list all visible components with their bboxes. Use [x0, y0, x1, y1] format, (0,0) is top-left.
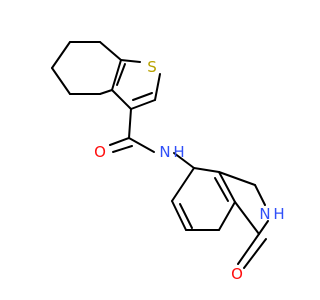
benzene-ring	[171, 167, 236, 231]
lactam-hydrogen-label: H	[273, 205, 284, 223]
sulfur-atom-label: S	[147, 58, 157, 76]
lactam-oxygen-label: O	[231, 265, 243, 283]
structure-canvas: S O N H N H O	[51, 41, 285, 283]
lactam-ring	[218, 171, 269, 269]
lactam-nitrogen-label: N	[259, 205, 270, 223]
cyclohexane-ring	[51, 41, 122, 95]
molecule-diagram: S O N H N H O	[51, 41, 285, 283]
amide-oxygen-label: O	[94, 143, 106, 161]
amide-nitrogen-label: N	[159, 143, 170, 161]
amide-group	[109, 108, 195, 169]
amide-hydrogen-label: H	[173, 143, 184, 161]
thiophene-ring	[99, 59, 161, 110]
